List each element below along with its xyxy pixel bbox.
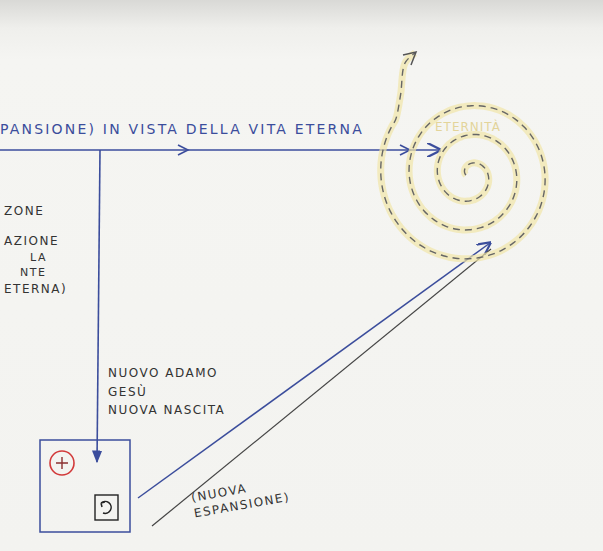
origin-box <box>40 440 130 532</box>
handwritten-label: ZONE <box>4 203 44 219</box>
spiral-dashed <box>381 53 545 259</box>
rotation-symbol <box>101 501 111 513</box>
handwritten-label: ETERNA) <box>4 281 67 297</box>
diagonal-line <box>152 249 491 526</box>
eternity-spiral: ETERNITÀ <box>345 75 565 290</box>
handwritten-label: LA <box>30 250 47 266</box>
handwritten-label: NUOVO ADAMO <box>108 365 218 381</box>
small-square <box>95 495 118 520</box>
spiral-glow <box>381 53 545 259</box>
vertical-arrow <box>97 150 100 462</box>
red-circle <box>50 451 74 475</box>
handwritten-label: (NUOVA ESPANSIONE) <box>190 471 306 522</box>
spiral-arrowhead <box>403 52 416 65</box>
handwritten-label: NTE <box>20 265 46 281</box>
handwritten-label: GESÙ <box>108 384 147 400</box>
handwritten-label: AZIONE <box>4 233 59 249</box>
horizontal-arrow <box>0 149 440 151</box>
node-title: ETERNITÀ <box>435 120 501 134</box>
plus-mark <box>56 457 68 469</box>
spiral-outline <box>345 75 565 290</box>
arrow-chevron <box>178 145 188 155</box>
handwritten-label: PANSIONE) IN VISTA DELLA VITA ETERNA <box>0 121 364 137</box>
handwritten-label: NUOVA NASCITA <box>108 402 225 418</box>
